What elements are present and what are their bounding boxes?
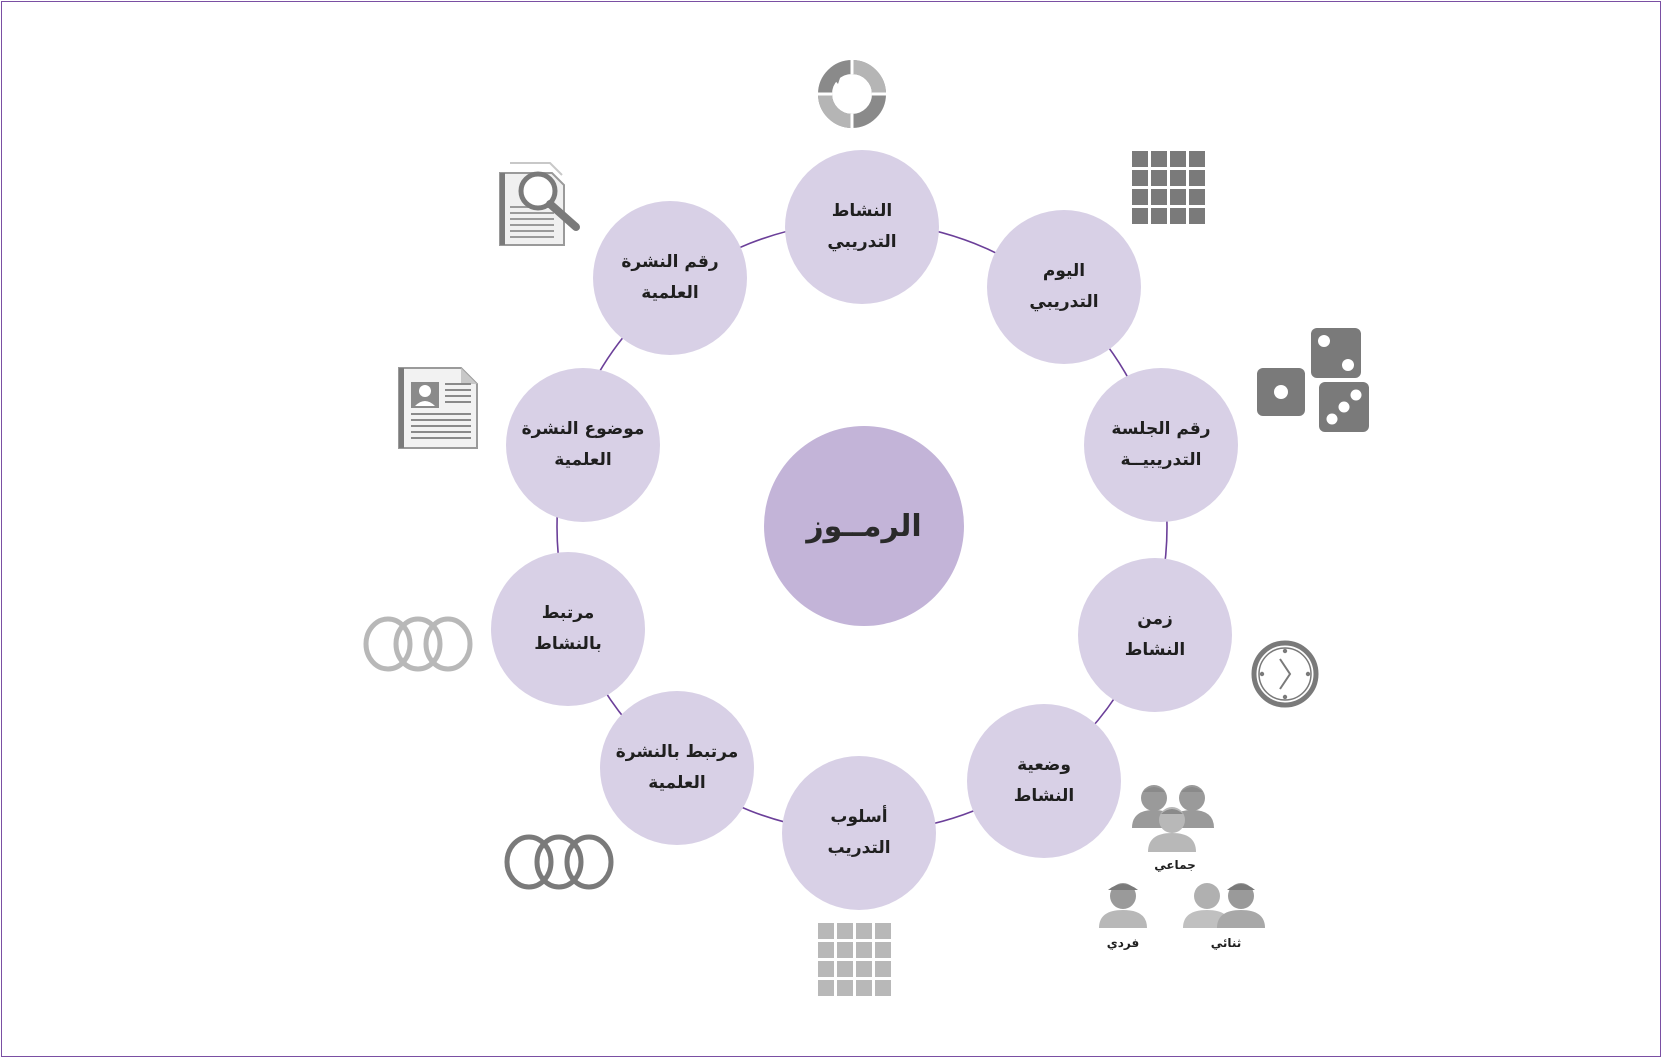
pair-mode-label: ثنائي <box>1210 936 1242 950</box>
node-activity-mode: وضعية النشاط <box>967 704 1121 858</box>
center-label: الرمــوز <box>806 508 922 544</box>
node-label-line1: رقم الجلسة <box>1111 419 1211 439</box>
node-training-activity: النشاط التدريبي <box>785 150 939 304</box>
document-search-icon <box>499 162 580 246</box>
node-label-line2: العلمية <box>554 450 612 470</box>
node-label-line1: زمن <box>1137 609 1173 629</box>
node-linked-bulletin: مرتبط بالنشرة العلمية <box>600 691 754 845</box>
node-label-line1: اليوم <box>1042 261 1086 281</box>
node-label-line2: النشاط <box>1124 640 1186 660</box>
node-label-line1: مرتبط بالنشرة <box>615 742 739 762</box>
node-bulletin-number: رقم النشرة العلمية <box>593 201 747 355</box>
node-label-line2: التدريبي <box>1029 292 1099 312</box>
node-label-line1: النشاط <box>831 201 893 221</box>
node-session-number: رقم الجلسة التدريبيــة <box>1084 368 1238 522</box>
node-label-line1: موضوع النشرة <box>521 419 645 439</box>
node-label-line2: العلمية <box>641 283 699 303</box>
clock-icon <box>1251 640 1319 708</box>
node-linked-activity: مرتبط بالنشاط <box>491 552 645 706</box>
node-label-line2: التدريبي <box>827 232 897 252</box>
node-label-line2: العلمية <box>648 773 706 793</box>
node-label-line1: أسلوب <box>830 807 888 827</box>
node-label-line1: مرتبط <box>541 603 595 623</box>
rings-light-icon <box>363 616 473 672</box>
node-label-line2: النشاط <box>1013 786 1075 806</box>
node-label-line2: التدريبيــة <box>1120 450 1202 470</box>
group-mode-label: جماعي <box>1154 858 1196 872</box>
dice-icon <box>1257 328 1369 432</box>
rings-icon <box>504 834 614 890</box>
node-bulletin-topic: موضوع النشرة العلمية <box>506 368 660 522</box>
node-label-line1: رقم النشرة <box>621 252 719 272</box>
node-label-line2: بالنشاط <box>534 634 602 654</box>
group-people-icon <box>1132 785 1214 852</box>
node-label-line2: التدريب <box>827 838 891 858</box>
grid-icon <box>1132 151 1205 224</box>
center-node: الرمــوز <box>764 426 964 626</box>
node-training-method: أسلوب التدريب <box>782 756 936 910</box>
node-training-day: اليوم التدريبي <box>987 210 1141 364</box>
node-label-line1: وضعية <box>1017 755 1071 775</box>
grid-light-icon <box>818 923 891 996</box>
pair-people-icon <box>1183 883 1265 928</box>
single-mode-label: فردي <box>1106 936 1140 950</box>
single-person-icon <box>1099 883 1147 928</box>
newspaper-icon <box>398 367 478 449</box>
node-activity-time: زمن النشاط <box>1078 558 1232 712</box>
cycle-icon <box>818 60 886 128</box>
